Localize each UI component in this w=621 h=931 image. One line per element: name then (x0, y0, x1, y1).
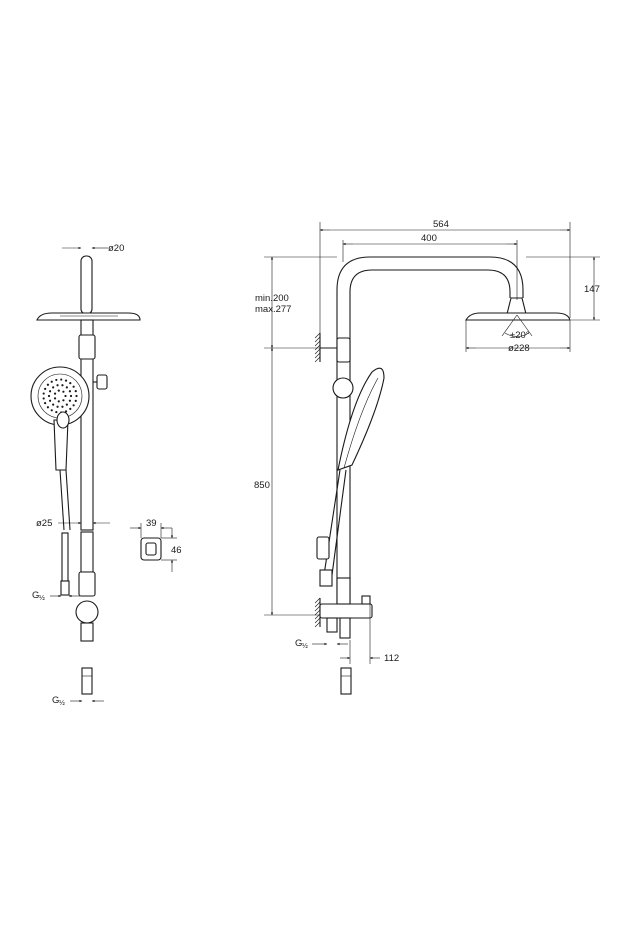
dim-label-46: 46 (171, 545, 182, 556)
bracket-detail: 39 46 (130, 518, 182, 572)
dim-label-g-half-right: G (295, 638, 302, 649)
svg-text:½: ½ (302, 642, 308, 650)
svg-text:½: ½ (39, 594, 45, 602)
front-view: 564 400 147 ±20° ø228 min.200 max.277 (254, 219, 600, 695)
svg-text:½: ½ (59, 699, 65, 707)
hand-shower-front (30, 366, 90, 471)
dim-label-400: 400 (421, 233, 437, 244)
dim-label-112: 112 (384, 653, 399, 664)
diverter-body (319, 603, 373, 619)
dim-label-dia25: ø25 (36, 518, 52, 529)
overhead-shower-head (36, 312, 141, 321)
dim-label-850: 850 (254, 480, 270, 491)
side-view: ø20 ø25 G ½ G ½ (30, 243, 141, 707)
diverter (75, 600, 99, 624)
dim-label-dia228: ø228 (508, 343, 530, 354)
dim-label-39: 39 (146, 518, 157, 529)
dim-label-564: 564 (433, 219, 449, 230)
riser-pipe (80, 319, 94, 531)
dim-label-g-half-1: G (32, 590, 39, 601)
dim-label-g-half-2: G (52, 695, 59, 706)
overhead-arm (80, 255, 93, 315)
dim-label-dia20: ø20 (108, 243, 124, 254)
dim-label-angle: ±20° (510, 330, 530, 341)
dim-label-147: 147 (584, 284, 600, 295)
hand-shower-side (337, 367, 385, 471)
dim-label-max: max.277 (255, 304, 291, 315)
